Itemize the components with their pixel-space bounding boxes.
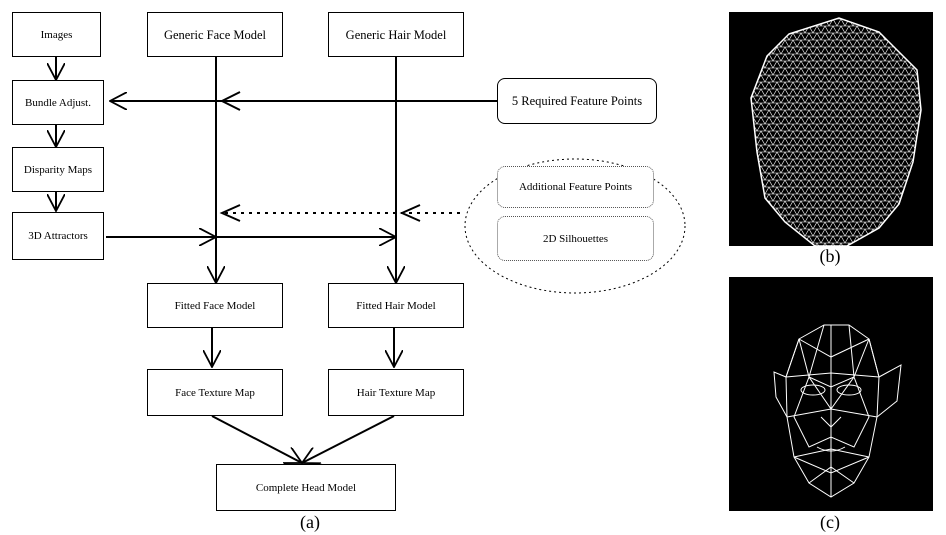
caption-a: (a) [300,512,320,532]
images-box: Images [12,12,101,57]
generic-face-model-box: Generic Face Model [147,12,283,57]
hair-texture-map-label: Hair Texture Map [356,386,436,399]
additional-feature-points-box: Additional Feature Points [497,166,654,208]
images-label: Images [40,28,73,41]
required-feature-points-label: 5 Required Feature Points [511,94,643,108]
bundle-adjust-label: Bundle Adjust. [24,96,91,109]
generic-face-model-label: Generic Face Model [163,27,267,42]
fitted-hair-model-box: Fitted Hair Model [328,283,464,328]
disparity-maps-label: Disparity Maps [23,163,93,176]
fitted-face-model-box: Fitted Face Model [147,283,283,328]
panel-b-mesh-image [729,12,933,247]
additional-feature-points-label: Additional Feature Points [518,181,633,193]
3d-attractors-label: 3D Attractors [28,230,88,242]
caption-c: (c) [820,512,840,532]
disparity-maps-box: Disparity Maps [12,147,104,192]
fitted-face-model-label: Fitted Face Model [174,299,256,312]
dense-head-mesh-icon [750,17,922,247]
required-feature-points-box: 5 Required Feature Points [497,78,657,124]
3d-attractors-box: 3D Attractors [12,212,104,260]
generic-hair-model-box: Generic Hair Model [328,12,464,57]
complete-head-model-box: Complete Head Model [216,464,396,511]
bundle-adjust-box: Bundle Adjust. [12,80,104,125]
hair-texture-map-box: Hair Texture Map [328,369,464,416]
panel-c-mesh-image [729,277,933,511]
sparse-face-mesh-icon [773,324,902,498]
caption-b: (b) [819,246,841,266]
generic-hair-model-label: Generic Hair Model [345,27,447,42]
face-texture-map-label: Face Texture Map [175,386,255,399]
complete-head-model-label: Complete Head Model [255,481,357,494]
face-texture-map-box: Face Texture Map [147,369,283,416]
fitted-hair-model-label: Fitted Hair Model [356,299,436,312]
2d-silhouettes-label: 2D Silhouettes [542,232,609,245]
2d-silhouettes-box: 2D Silhouettes [497,216,654,261]
